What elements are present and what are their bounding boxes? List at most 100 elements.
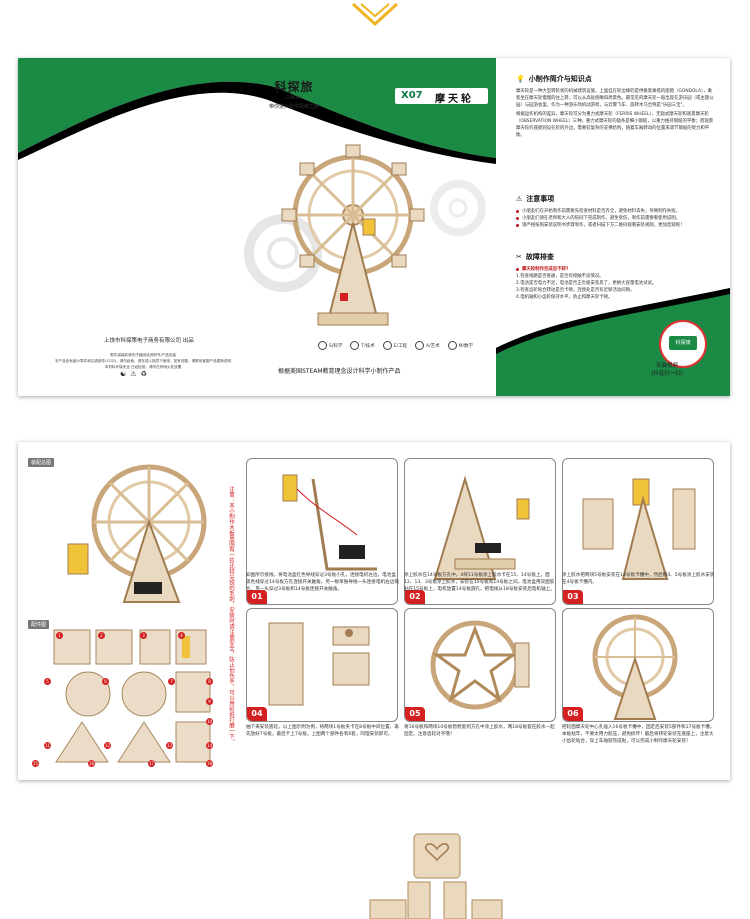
feature-math: M/数学 (447, 341, 473, 350)
part-number: 5 (44, 678, 51, 685)
intro-heading: 💡小制作简介与知识点 (516, 75, 592, 83)
brochure-info-panel: 💡小制作简介与知识点 摩天轮是一种大型转轮状的机械建筑设施，上面挂在轮边缘的是供… (496, 58, 730, 396)
step-card-02: 02 (404, 458, 556, 605)
assembly-overview-illustration (67, 464, 207, 603)
brand-logo: 科探旅 EXPERLY 带你进入科学探索之旅 (256, 78, 332, 128)
fineprint-line: 本材料环保安全 已经检测，请勿在有明火处放置 (104, 365, 182, 369)
safety-vertical-note: 注意：本小制作木板周围有一些比较尖锐的毛刺，安装时请注意安全，防止划伤手，可以用… (228, 486, 234, 745)
part-number: 3 (140, 632, 147, 639)
trouble-item: 1.检查线路是否接通，是否有接触不良情况。 (516, 274, 604, 279)
badge-brand: 科探旅 (669, 336, 697, 350)
step-caption-06: 把轮面摩天轮中心孔插入16号板卡槽中，固定后安装5部件和17号板卡槽，本板粘牢，… (562, 725, 715, 744)
part-number: 8 (206, 678, 213, 685)
product-tag: X07 摩天轮 (395, 88, 488, 105)
notes-heading: ⚠注意事项 (516, 195, 555, 203)
part-number: 14 (206, 742, 213, 749)
note-item: 小朋友们在开始制作前需要先检查材料是否齐全，避免材料丢失，导致制作失败。 (516, 208, 716, 215)
step-number: 05 (405, 707, 425, 721)
feature-engineering: E/工程 (382, 341, 407, 350)
warning-icon: ⚠ (130, 370, 141, 378)
part-number: 13 (166, 742, 173, 749)
part-number: 15 (32, 760, 39, 767)
step-01-illustration (282, 474, 377, 571)
notes-list: 小朋友们在开始制作前需要先检查材料是否齐全，避免材料丢失，导致制作失败。 小朋友… (516, 208, 716, 229)
part-number: 11 (44, 742, 51, 749)
brochure-cover: 科探旅 EXPERLY 带你进入科学探索之旅 X07 摩天轮 (18, 58, 496, 396)
green-corner-graphic (496, 288, 730, 396)
step-number: 02 (405, 590, 425, 604)
chevron-down-icon (351, 2, 399, 27)
step-card-05: 05 (404, 608, 556, 722)
step-02-illustration (433, 475, 530, 580)
step-number: 01 (247, 590, 267, 604)
trouble-heading: ✂故障排查 (516, 253, 554, 261)
part-number: 7 (168, 678, 175, 685)
step-04-illustration (268, 622, 370, 706)
trouble-list: 摩天轮制作完成后不转? 1.检查线路是否接通，是否有接触不良情况。 2.电池是否… (516, 266, 716, 301)
engineering-icon (382, 341, 392, 350)
wooden-part-photo (369, 833, 503, 919)
science-icon (318, 341, 327, 350)
trouble-item: 2.电池是否电力不足，电池是否正负极安装反了，更换大容量电池试试。 (516, 281, 657, 286)
bulb-icon: 💡 (516, 75, 525, 83)
part-number: 2 (98, 632, 105, 639)
feature-art: A/艺术 (415, 341, 440, 350)
part-number: 6 (102, 678, 109, 685)
overview-tag: 装配总图 (28, 458, 55, 467)
step-06-illustration (592, 614, 678, 720)
step-card-06: 06 (562, 608, 714, 722)
step-number: 03 (563, 590, 583, 604)
trouble-item: 4.电机轴和小齿轮保持水平，防止和摩天轮卡顿。 (516, 295, 613, 300)
install-video-qr-badge[interactable]: 科探旅 (659, 320, 707, 368)
step-caption-05: 将16号板和两块10号板稳稳套到方孔中涂上胶水，两18号板套在胶水一起固定。注意… (404, 725, 555, 737)
step-caption-04: 抽下来安装底轮，以上图示例为例，将两块1号板夹卡在8号板中间位置，再先放好7号板… (246, 725, 399, 737)
part-number: 10 (206, 718, 213, 725)
note-item: 请严格按照安装说明书步骤制作，或者扫描下方二维码观看安装视频，更加直观呢！ (516, 222, 716, 229)
trouble-item: 3.检查齿轮啮合转动是否卡顿，连接处是否有足够活动间隙。 (516, 288, 635, 293)
brand-sub: EXPERLY (285, 95, 303, 100)
intro-body: 摩天轮是一种大型转轮状的机械建筑设施，上面挂在轮边缘的是供乘客乘搭的座舱（GON… (516, 88, 716, 139)
art-icon (415, 341, 424, 350)
step-caption-02: 涂上胶水在14号板方孔中，4块11号板涂上胶水卡在15、14号板上，面12、13… (404, 573, 555, 592)
parts-sheet-illustration (53, 629, 211, 763)
part-number: 18 (206, 760, 213, 767)
fineprint-line: 本产品含有细小零件和尖锐部件(CGD)，请勿吞食，请在成人指导下使用，如有问题，… (54, 359, 232, 363)
intro-paragraph: 根据运作机构的差异，摩天轮可分为重力式摩天轮（FERRIS WHEEL）、无辐式… (516, 112, 714, 138)
step-card-01: 01 (246, 458, 398, 605)
part-number: 1 (56, 632, 63, 639)
step-caption-03: 涂上胶水把两块5号板安装在14号板卡槽中，然后那4、5号板涂上胶水安装在4号板卡… (562, 573, 715, 585)
part-number: 12 (104, 742, 111, 749)
intro-paragraph: 摩天轮是一种大型转轮状的机械建筑设施，上面挂在轮边缘的是供乘客乘搭的座舱（GON… (516, 89, 714, 108)
parts-tag: 配件图 (28, 620, 50, 629)
step-caption-01: 如图所示接线，将电池盒红色导线穿过3号板小孔，连接电机左边，电池盒黑色线穿过14… (246, 573, 399, 592)
trouble-question: 摩天轮制作完成后不转? (516, 266, 716, 273)
warning-icon: ⚠ (516, 195, 523, 203)
ferris-wheel-illustration (281, 144, 425, 326)
recycle-icon: ♻ (140, 370, 151, 378)
math-icon (447, 341, 457, 350)
feature-science: S/科学 (318, 341, 342, 350)
brand-slogan: 带你进入科学探索之旅 (268, 104, 319, 110)
part-number: 16 (88, 760, 95, 767)
instruction-sheet: 装配总图 注意：本小制作木板周围有一些比较尖锐的毛刺，安装时请注意安全，防止划伤… (18, 442, 730, 780)
part-number: 17 (148, 760, 155, 767)
part-number: 9 (206, 698, 213, 705)
feature-technology: T/技术 (350, 341, 375, 350)
tools-icon: ✂ (516, 253, 522, 261)
step-05-illustration (430, 620, 530, 710)
product-code: X07 (401, 90, 423, 101)
technology-icon (350, 341, 360, 350)
product-brochure: 科探旅 EXPERLY 带你进入科学探索之旅 X07 摩天轮 (18, 58, 730, 396)
step-number: 06 (563, 707, 583, 721)
company-credit: 上饶市科探策电子商务有限公司 出品 (104, 338, 194, 344)
yin-yang-icon: ☯ (120, 370, 131, 378)
steam-feature-row: S/科学 T/技术 E/工程 A/艺术 M/数学 (318, 341, 498, 350)
step-card-04: 04 (246, 608, 398, 722)
install-video-label: 安装视频 (抖音扫一扫) (651, 363, 683, 377)
part-number: 4 (178, 632, 185, 639)
step-03-illustration (582, 478, 696, 580)
product-name: 摩天轮 (435, 94, 474, 105)
steam-tagline: 根据美国STEAM教育理念设计科学小制作产品 (278, 368, 401, 375)
step-number: 04 (247, 707, 267, 721)
brand-name: 科探旅 (274, 80, 314, 94)
